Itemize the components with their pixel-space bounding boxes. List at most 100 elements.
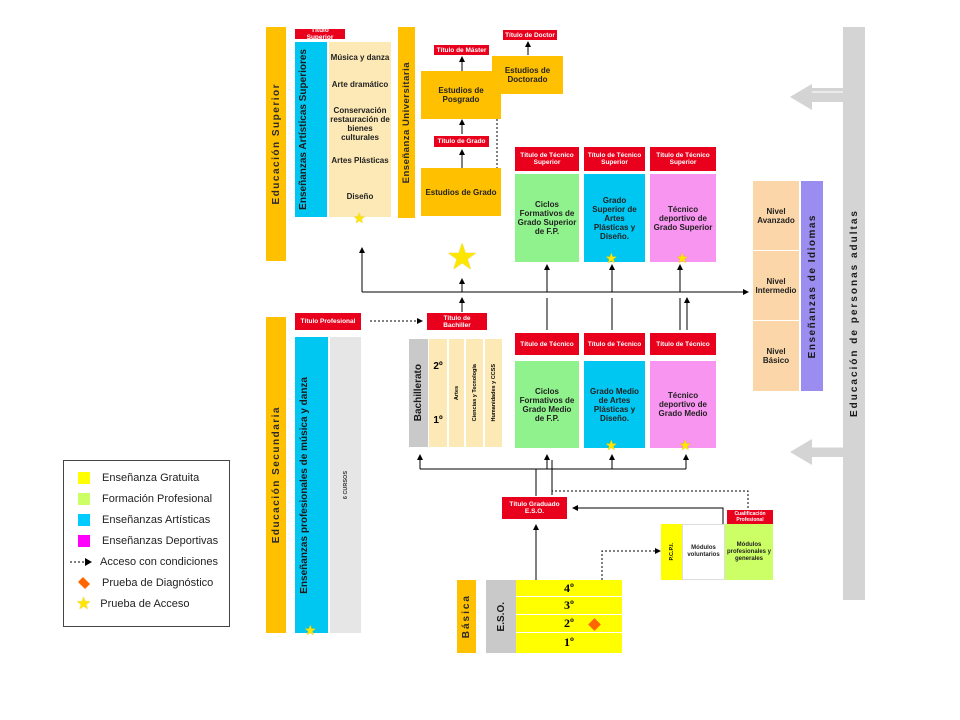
cualificacion-profesional-badge: Cualificación Profesional: [727, 510, 773, 524]
personas-adultas-band: Educación de personas adultas: [843, 27, 865, 600]
legend-label-diagnostico: Prueba de Diagnóstico: [102, 576, 214, 589]
legend-swatch-cyan: [78, 513, 90, 526]
prueba-acceso-artes-sup-star-icon: ★: [605, 250, 618, 266]
artisticas-superiores-label: Enseñanzas Artísticas Superiores: [298, 49, 309, 210]
artes-item-conservacion: Conservación restauración de bienes cult…: [330, 106, 390, 142]
legend-item-diagnostico: Prueba de Diagnóstico: [64, 572, 229, 593]
grado-medio-artes-box: Grado Medio de Artes Plásticas y Diseño.: [584, 361, 645, 448]
bach-curso-2: 2º: [429, 339, 447, 393]
seis-cursos-label: 6 CURSOS: [342, 470, 349, 500]
estudios-posgrado-box: Estudios de Posgrado: [421, 71, 501, 119]
artes-item-diseno: Diseño: [346, 191, 374, 201]
prueba-acceso-deportivo-sup-star-icon: ★: [676, 250, 689, 266]
ensenanza-universitaria-label: Enseñanza Universitaria: [401, 61, 412, 184]
prueba-acceso-big-star-icon: ★: [446, 236, 479, 277]
legend-item-deportivas: Enseñanzas Deportivas: [64, 530, 229, 551]
titulo-tecnico-deportivo-badge: Título de Técnico: [650, 333, 716, 355]
eso-curso-2: 2º: [516, 615, 622, 633]
artes-item-musica: Música y danza: [330, 52, 390, 62]
educacion-secundaria-label: Educación Secundaria: [270, 406, 282, 544]
legend-item-acceso: ★ Prueba de Acceso: [64, 593, 229, 614]
dashed-arrow-icon: [70, 557, 92, 566]
modulos-voluntarios-box: Módulos voluntarios: [682, 524, 725, 580]
legend: Enseñanza Gratuita Formación Profesional…: [63, 460, 230, 627]
prueba-acceso-musica-star-icon: ★: [304, 622, 317, 638]
titulo-tecnico-superior-fp-badge: Título de Técnico Superior: [515, 147, 579, 171]
musica-danza-profesional-box: Enseñanzas profesionales de música y dan…: [295, 337, 328, 633]
basica-label: Básica: [461, 594, 472, 639]
modalidad-humanidades: Humanidades y CCSS: [484, 339, 502, 447]
titulo-bachiller-badge: Título de Bachiller: [427, 313, 487, 330]
ensenanzas-idiomas-label: Enseñanzas de Idiomas: [806, 213, 818, 359]
artes-list: Música y danza Arte dramático Conservaci…: [329, 42, 391, 217]
legend-label-acceso: Prueba de Acceso: [100, 597, 190, 610]
eso-curso-1: 1º: [564, 634, 574, 649]
educacion-superior-band: Educación Superior: [266, 27, 286, 261]
bach-curso-1: 1º: [429, 393, 447, 447]
idiomas-niveles: Nivel Avanzado Nivel Intermedio Nivel Bá…: [753, 181, 799, 391]
idiomas-band: Enseñanzas de Idiomas: [801, 181, 823, 391]
eso-curso-3: 3º: [516, 597, 622, 615]
titulo-profesional-badge: Título Profesional: [295, 313, 361, 330]
nivel-basico: Nivel Básico: [762, 347, 790, 365]
bachillerato-box: Bachillerato: [409, 339, 428, 447]
legend-label-deportivas: Enseñanzas Deportivas: [102, 534, 219, 547]
tecnico-deportivo-medio-box: Técnico deportivo de Grado Medio: [650, 361, 716, 448]
legend-swatch-magenta: [78, 534, 90, 547]
artes-item-artes-plasticas: Artes Plásticas: [331, 155, 389, 165]
legend-label-fp: Formación Profesional: [102, 492, 213, 505]
legend-label-gratuita: Enseñanza Gratuita: [102, 471, 200, 484]
educacion-superior-label: Educación Superior: [270, 83, 282, 205]
legend-item-artisticas: Enseñanzas Artísticas: [64, 509, 229, 530]
estudios-doctorado-box: Estudios de Doctorado: [492, 56, 563, 94]
artisticas-superiores-box: Enseñanzas Artísticas Superiores: [295, 42, 327, 217]
titulo-grado-badge: Título de Grado: [434, 136, 489, 147]
legend-swatch-green: [78, 492, 90, 505]
eso-cursos: 4º 3º 2º 1º: [516, 580, 622, 653]
titulo-tecnico-superior-deportivo-badge: Título de Técnico Superior: [650, 147, 716, 171]
legend-label-artisticas: Enseñanzas Artísticas: [102, 513, 211, 526]
basica-band: Básica: [457, 580, 476, 653]
legend-swatch-yellow: [78, 471, 90, 484]
bachillerato-label: Bachillerato: [413, 364, 424, 422]
legend-item-gratuita: Enseñanza Gratuita: [64, 467, 229, 488]
pcpi-label: P.C.P.I.: [668, 543, 675, 561]
ciclos-grado-superior-fp-box: Ciclos Formativos de Grado Superior de F…: [515, 174, 579, 262]
modalidad-ciencias: Ciencias y Tecnología: [465, 339, 483, 447]
eso-box: E.S.O.: [486, 580, 516, 653]
ciclos-grado-medio-fp-box: Ciclos Formativos de Grado Medio de F.P.: [515, 361, 579, 448]
titulo-tecnico-artes-badge: Título de Técnico: [584, 333, 645, 355]
prueba-acceso-artes-medio-star-icon: ★: [605, 437, 618, 453]
universitaria-band: Enseñanza Universitaria: [398, 27, 415, 218]
eso-label: E.S.O.: [495, 601, 507, 632]
titulo-graduado-eso-badge: Título Graduado E.S.O.: [502, 497, 567, 519]
seis-cursos-box: 6 CURSOS: [330, 337, 361, 633]
legend-star-icon: ★: [76, 594, 92, 613]
nivel-avanzado: Nivel Avanzado: [753, 181, 799, 251]
grado-superior-artes-box: Grado Superior de Artes Plásticas y Dise…: [584, 174, 645, 262]
legend-diamond-icon: [77, 576, 91, 589]
titulo-superior-badge: Título Superior: [295, 27, 345, 41]
pcpi-box: P.C.P.I.: [661, 524, 682, 580]
prueba-acceso-star-icon: ★: [353, 210, 366, 226]
modalidad-humanidades-label: Humanidades y CCSS: [490, 364, 497, 422]
personas-adultas-label: Educación de personas adultas: [848, 209, 860, 418]
eso-curso-4: 4º: [516, 580, 622, 597]
legend-label-acceso-condiciones: Acceso con condiciones: [100, 555, 219, 568]
prueba-acceso-deportivo-medio-star-icon: ★: [679, 437, 692, 453]
titulo-tecnico-fp-badge: Título de Técnico: [515, 333, 579, 355]
modalidad-ciencias-label: Ciencias y Tecnología: [471, 364, 478, 422]
titulo-doctor-badge: Título de Doctor: [503, 30, 557, 40]
modulos-profesionales-box: Módulos profesionales y generales: [725, 524, 773, 580]
modalidad-artes-label: Artes: [453, 385, 460, 401]
legend-item-acceso-condiciones: Acceso con condiciones: [64, 551, 229, 572]
artes-item-arte-dramatico: Arte dramático: [331, 79, 389, 89]
modalidad-artes: Artes: [448, 339, 464, 447]
legend-item-fp: Formación Profesional: [64, 488, 229, 509]
titulo-tecnico-superior-artes-badge: Título de Técnico Superior: [584, 147, 645, 171]
estudios-grado-box: Estudios de Grado: [421, 168, 501, 216]
tecnico-deportivo-superior-box: Técnico deportivo de Grado Superior: [650, 174, 716, 262]
musica-danza-label: Enseñanzas profesionales de música y dan…: [298, 376, 310, 594]
titulo-master-badge: Título de Máster: [434, 45, 489, 55]
